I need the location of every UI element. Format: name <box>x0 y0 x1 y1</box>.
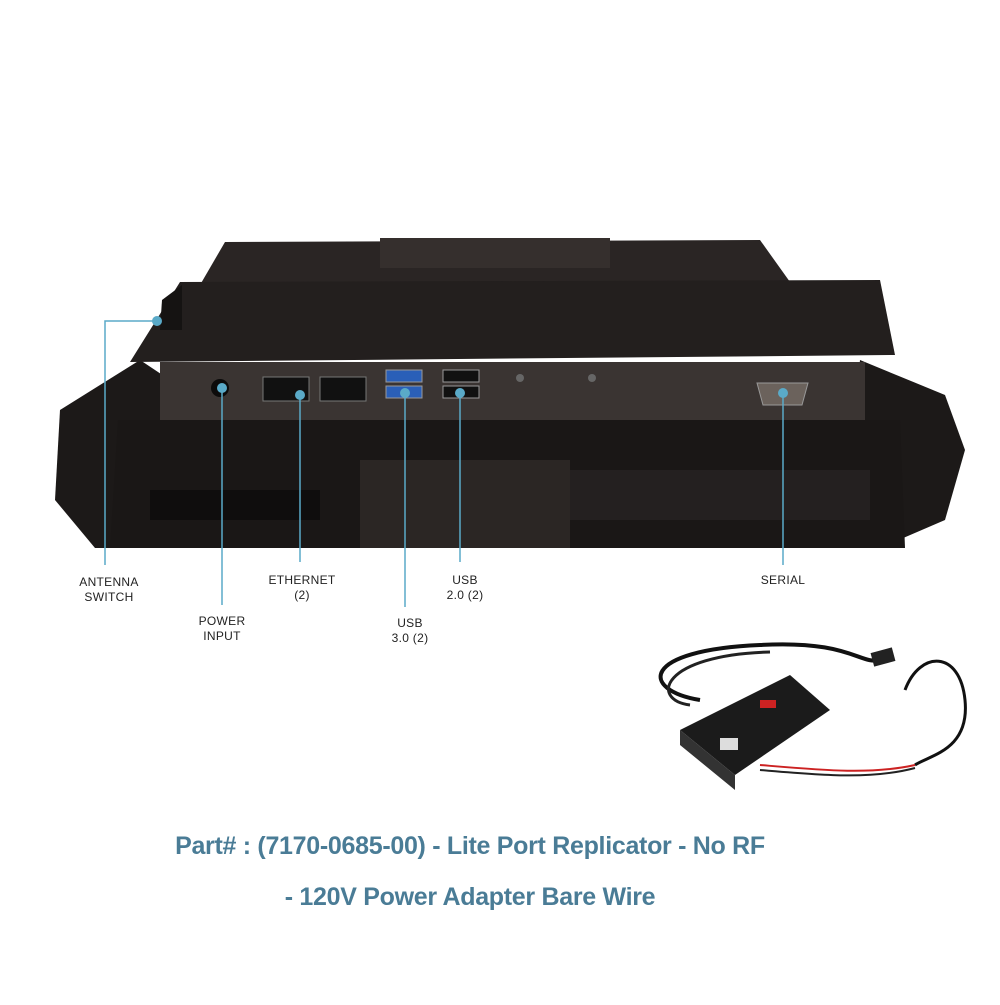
callout-usb-2: USB 2.0 (2) <box>446 573 484 602</box>
usb3-port-1 <box>385 369 423 383</box>
caption-line-2: - 120V Power Adapter Bare Wire <box>284 883 656 911</box>
power-adapter-image <box>658 642 967 790</box>
ethernet-port-2 <box>319 376 367 402</box>
callout-serial: SERIAL <box>760 573 806 587</box>
callout-ethernet: ETHERNET (2) <box>268 573 336 602</box>
callout-lines <box>104 320 784 607</box>
callout-power-input: POWER INPUT <box>198 614 246 643</box>
callout-antenna-switch: ANTENNA SWITCH <box>79 575 139 604</box>
ethernet-port-1 <box>262 376 310 402</box>
callout-dots <box>152 316 788 400</box>
replicator-cover <box>130 280 895 362</box>
caption-line-1: Part# : (7170-0685-00) - Lite Port Repli… <box>175 832 765 860</box>
callout-usb-3: USB 3.0 (2) <box>391 616 429 645</box>
usb2-port-1 <box>442 369 480 383</box>
